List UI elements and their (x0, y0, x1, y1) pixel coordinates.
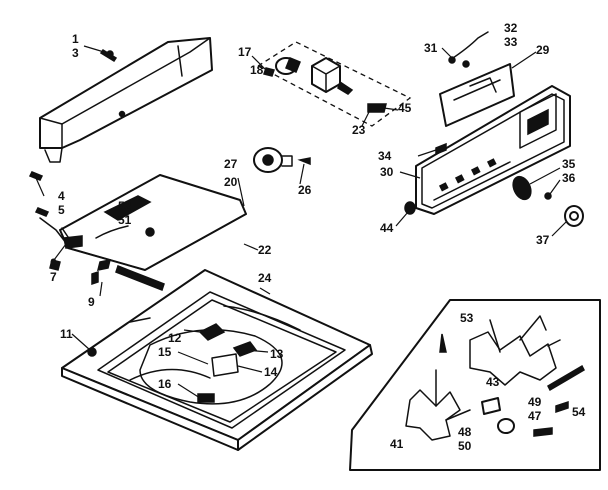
callout-36: 36 (562, 171, 576, 185)
console-end-cap (39, 37, 213, 163)
callout-47: 47 (528, 409, 542, 423)
callout-49: 49 (528, 395, 542, 409)
callout-52: 52 (118, 199, 132, 213)
callout-30: 30 (380, 165, 394, 179)
top-lid (39, 174, 247, 291)
callout-17: 17 (238, 45, 252, 59)
callout-53: 53 (460, 311, 474, 325)
callout-16: 16 (158, 377, 172, 391)
callout-37: 37 (536, 233, 550, 247)
callout-4: 4 (58, 189, 65, 203)
callout-6: 6 (50, 256, 57, 270)
callout-50: 50 (458, 439, 472, 453)
callout-7: 7 (50, 270, 57, 284)
callout-43: 43 (486, 375, 500, 389)
callout-15: 15 (158, 345, 172, 359)
callout-35: 35 (562, 157, 576, 171)
callout-24: 24 (258, 271, 272, 285)
callout-3: 3 (72, 46, 79, 60)
callout-22: 22 (258, 243, 272, 257)
timer-motor (253, 147, 311, 173)
control-panel (415, 63, 571, 215)
switch-assembly (256, 41, 412, 127)
callout-11: 11 (60, 327, 73, 341)
callout-33: 33 (504, 35, 518, 49)
callout-45: 45 (398, 101, 412, 115)
callout-26: 26 (298, 183, 312, 197)
leader-lines (35, 45, 567, 399)
callout-34: 34 (378, 149, 392, 163)
callout-18: 18 (250, 63, 264, 77)
wire-clip (448, 31, 489, 68)
callout-44: 44 (380, 221, 394, 235)
callout-29: 29 (536, 43, 550, 57)
callout-9: 9 (88, 295, 95, 309)
wiring-inset (349, 299, 601, 471)
callout-12: 12 (168, 331, 182, 345)
callout-48: 48 (458, 425, 472, 439)
callout-27: 27 (224, 157, 238, 171)
callout-32: 32 (504, 21, 518, 35)
callout-13: 13 (270, 347, 284, 361)
callout-20: 20 (224, 175, 238, 189)
callout-51: 51 (118, 213, 132, 227)
screw-1 (99, 48, 118, 63)
callout-5: 5 (58, 203, 65, 217)
callout-31: 31 (424, 41, 438, 55)
screw-4-5 (28, 171, 50, 217)
callout-41: 41 (390, 437, 404, 451)
knob-parts (404, 175, 584, 227)
callout-14: 14 (264, 365, 278, 379)
cabinet-top (61, 269, 373, 451)
callout-23: 23 (352, 123, 366, 137)
callout-1: 1 (72, 32, 79, 46)
callout-54: 54 (572, 405, 586, 419)
